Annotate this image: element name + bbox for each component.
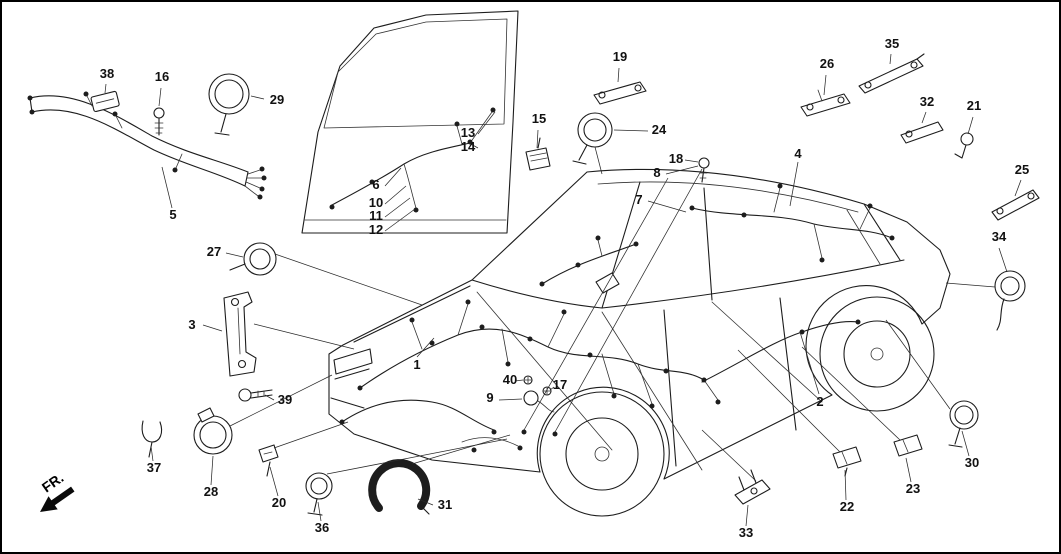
part-27-harness-clamp [229, 242, 277, 276]
part-label-25: 25 [1015, 162, 1029, 177]
part-29-harness-clamp [208, 73, 250, 136]
part-label-33: 33 [739, 525, 753, 540]
part-23-clamp [893, 434, 923, 457]
part-label-21: 21 [967, 98, 981, 113]
part-label-20: 20 [272, 495, 286, 510]
part-label-40: 40 [503, 372, 517, 387]
part-39-bolt [238, 388, 273, 402]
part-9-wire-loop [523, 390, 555, 413]
part-24-harness-clamp [572, 112, 613, 165]
part-label-6: 6 [372, 177, 379, 192]
part-38-grommet-pad [90, 90, 120, 113]
part-label-2: 2 [816, 394, 823, 409]
part-35-bracket-strap [858, 53, 925, 94]
part-37-clip [141, 420, 163, 458]
part-label-15: 15 [532, 111, 546, 126]
part-15-connector [525, 137, 551, 171]
part-30-harness-clamp [948, 400, 979, 448]
part-25-bracket-strap [991, 189, 1040, 221]
part-label-31: 31 [438, 497, 452, 512]
part-label-38: 38 [100, 66, 114, 81]
fr-label: FR. [39, 469, 67, 495]
part-label-39: 39 [278, 392, 292, 407]
part-label-3: 3 [188, 317, 195, 332]
part-label-5: 5 [169, 207, 176, 222]
part-label-36: 36 [315, 520, 329, 535]
part-16-bolt [153, 107, 165, 136]
leader-lines [104, 53, 1022, 527]
part-31-hook-retainer [368, 459, 431, 515]
front-wheel [539, 391, 665, 517]
part-label-34: 34 [992, 229, 1007, 244]
part-32-bracket [900, 121, 944, 144]
part-label-17: 17 [553, 377, 567, 392]
part-label-23: 23 [906, 481, 920, 496]
part-20-clip [258, 444, 279, 477]
part-40-bolt [523, 375, 533, 385]
part-label-12: 12 [369, 222, 383, 237]
fr-arrow-head [40, 496, 58, 512]
part-22-clamp [832, 446, 862, 477]
part-label-22: 22 [840, 499, 854, 514]
fr-arrow-shaft [49, 486, 75, 507]
part-label-35: 35 [885, 36, 899, 51]
part-label-29: 29 [270, 92, 284, 107]
part-label-26: 26 [820, 56, 834, 71]
part-28-hose-clamp [193, 407, 233, 455]
part-label-7: 7 [635, 192, 642, 207]
instrument-wire-harness [27, 91, 267, 200]
part-label-1: 1 [413, 357, 420, 372]
part-label-8: 8 [653, 165, 660, 180]
part-label-9: 9 [486, 390, 493, 405]
part-34-harness-clamp [994, 270, 1026, 331]
part-label-4: 4 [794, 146, 802, 161]
part-label-16: 16 [155, 69, 169, 84]
part-label-19: 19 [613, 49, 627, 64]
part-18-8-bolt [698, 157, 710, 183]
part-label-13: 13 [461, 125, 475, 140]
part-36-harness-clamp [305, 472, 333, 516]
part-label-10: 10 [369, 195, 383, 210]
part-label-14: 14 [461, 139, 476, 154]
part-label-18: 18 [669, 151, 683, 166]
part-26-bracket [800, 89, 851, 117]
part-label-32: 32 [920, 94, 934, 109]
part-17-bolt [542, 386, 552, 396]
part-label-24: 24 [652, 122, 667, 137]
part-33-bracket [734, 469, 771, 505]
door-assembly [301, 10, 519, 234]
part-21-clip [954, 132, 974, 159]
part-label-27: 27 [207, 244, 221, 259]
fr-indicator: FR. [39, 469, 75, 512]
part-3-bracket [223, 291, 257, 377]
part-19-bracket [593, 81, 647, 105]
part-label-11: 11 [369, 208, 383, 223]
part-label-37: 37 [147, 460, 161, 475]
part-label-30: 30 [965, 455, 979, 470]
rear-wire-harness [689, 183, 895, 383]
car-body-outline [328, 168, 951, 480]
part-number-labels: 1234567891011121314151617181920212223242… [100, 36, 1029, 540]
part-label-28: 28 [204, 484, 218, 499]
dash-wire-harness [539, 235, 639, 287]
